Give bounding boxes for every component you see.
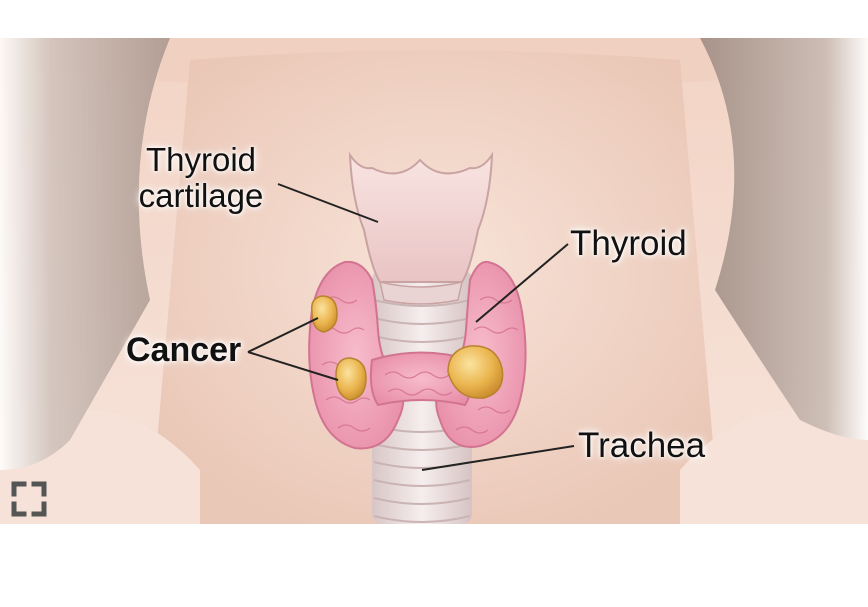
label-thyroid-cartilage: Thyroid cartilage (126, 142, 276, 214)
label-thyroid: Thyroid (570, 224, 687, 263)
expand-icon (11, 481, 47, 517)
tumor-upper-left (310, 295, 338, 333)
leader-cancer-lower (247, 351, 339, 381)
tumor-right (447, 345, 504, 399)
leader-cancer-upper (247, 317, 319, 353)
tumors (310, 295, 504, 401)
leader-trachea (421, 445, 575, 471)
leader-thyroid (475, 243, 569, 323)
tumor-lower-left (335, 357, 367, 401)
expand-button[interactable] (8, 478, 50, 520)
thyroid-cartilage (348, 151, 494, 305)
leader-thyroid-cartilage (277, 183, 379, 223)
label-cancer: Cancer (126, 331, 242, 369)
hair-right (700, 38, 868, 440)
leader-lines (247, 183, 575, 471)
hair-left (0, 38, 170, 470)
right-shoulder (680, 407, 868, 524)
label-thyroid-cartilage-line2: cartilage (138, 177, 264, 214)
label-thyroid-cartilage-line1: Thyroid (145, 141, 257, 178)
label-trachea: Trachea (578, 426, 706, 465)
